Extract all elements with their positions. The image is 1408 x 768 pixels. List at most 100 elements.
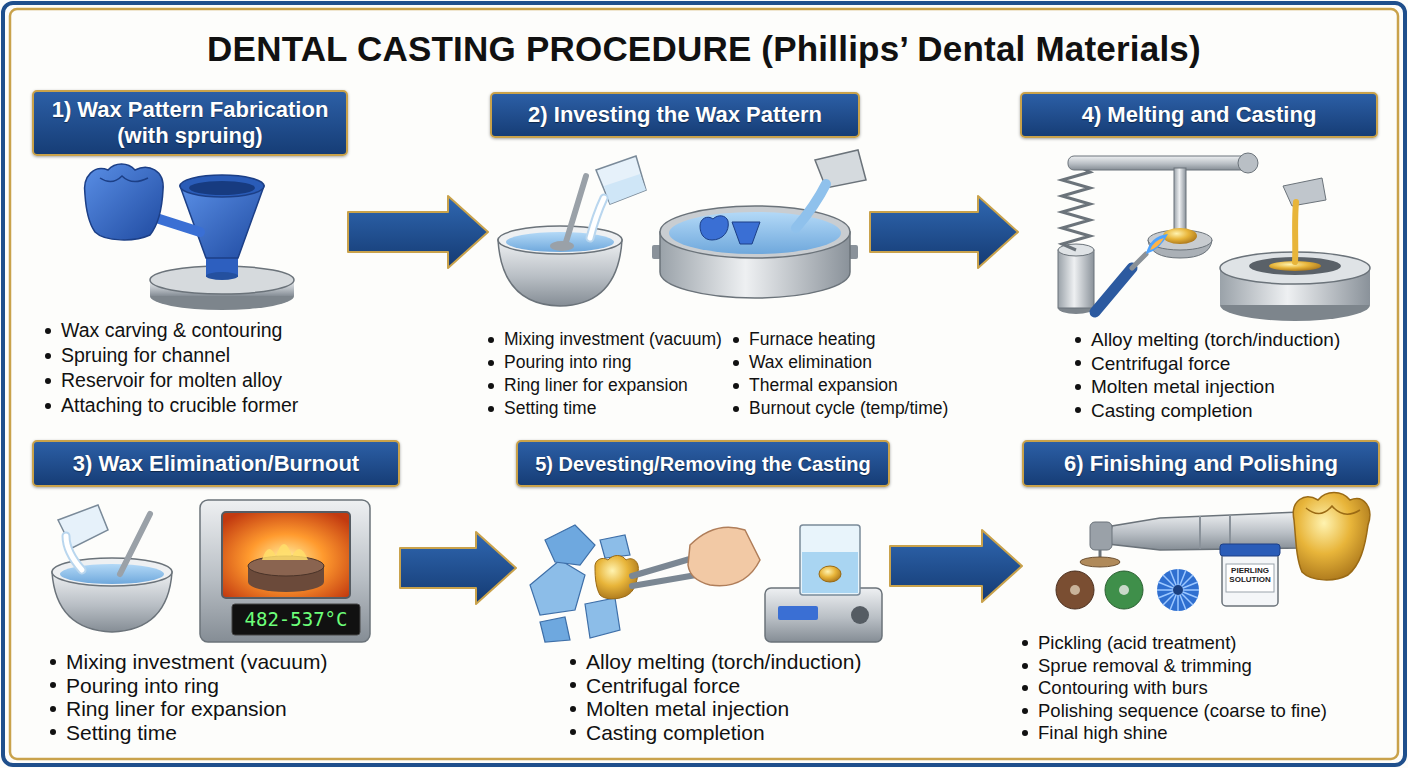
bullet-text: Ring liner for expansion	[504, 374, 688, 397]
wax-pattern-illustration	[180, 175, 264, 197]
bullet-text: Sprue removal & trimming	[1038, 655, 1252, 678]
wax-pattern-illustration	[189, 181, 255, 195]
investing-illustration	[669, 212, 841, 254]
finishing-illustration	[1226, 564, 1274, 592]
finishing-illustration	[1157, 569, 1199, 611]
outer-border	[3, 3, 1405, 765]
casting-machine-illustration	[1238, 153, 1258, 173]
investing-illustration	[590, 198, 604, 238]
devesting-illustration	[819, 566, 841, 582]
bullet-text: Molten metal injection	[586, 697, 789, 721]
wax-pattern-illustration	[85, 164, 164, 240]
step-panel: 6) Finishing and PolishingPickling (acid…	[1022, 440, 1380, 745]
temperature-readout: 482-537°C	[234, 605, 358, 633]
burnout-illustration	[200, 500, 370, 642]
step-heading: 6) Finishing and Polishing	[1034, 451, 1368, 477]
bullet-dot	[45, 378, 51, 384]
step-bullet: Final high shine	[1022, 722, 1168, 745]
step-heading: 2) Investing the Wax Pattern	[502, 102, 848, 128]
step-heading-box: 3) Wax Elimination/Burnout	[32, 440, 400, 487]
bullet-text: Final high shine	[1038, 722, 1168, 745]
bullet-dot	[45, 353, 51, 359]
step-bullet: Spruing for channel	[45, 343, 230, 368]
devesting-illustration	[851, 606, 869, 624]
step-bullet: Wax carving & contouring	[45, 318, 282, 343]
step-panel: 2) Investing the Wax PatternMixing inves…	[488, 92, 870, 427]
bullet-dot	[1075, 360, 1081, 366]
devesting-illustration	[632, 574, 702, 586]
step-bullet: Casting completion	[1075, 399, 1253, 423]
bullet-dot	[1022, 640, 1028, 646]
investing-illustration	[550, 241, 574, 251]
bullet-dot	[488, 406, 494, 412]
step-panel: 5) Devesting/Removing the CastingAlloy m…	[516, 440, 890, 745]
bullet-dot	[570, 706, 576, 712]
devesting-illustration	[600, 535, 630, 558]
casting-machine-illustration	[1132, 254, 1146, 268]
burnout-illustration	[52, 500, 370, 642]
bullet-text: Wax carving & contouring	[61, 318, 282, 343]
casting-machine-illustration	[1163, 228, 1197, 244]
step-bullet: Pickling (acid treatment)	[1022, 632, 1236, 655]
step-heading-box: 1) Wax Pattern Fabrication (with spruing…	[32, 90, 348, 156]
burnout-illustration	[232, 604, 360, 635]
devesting-illustration	[800, 525, 860, 595]
investing-illustration	[498, 150, 866, 306]
step-bullet: Pouring into ring	[488, 351, 631, 374]
step-panel: 4) Melting and CastingAlloy melting (tor…	[1018, 92, 1380, 427]
casting-machine-illustration	[1062, 165, 1090, 250]
step-bullet: Pouring into ring	[50, 674, 219, 698]
step-bullet: Ring liner for expansion	[50, 697, 287, 721]
step-bullet: Centrifugal force	[570, 674, 740, 698]
burnout-illustration	[222, 512, 350, 598]
finishing-illustration	[1220, 544, 1280, 556]
bullet-dot	[1075, 337, 1081, 343]
step-panel: 3) Wax Elimination/BurnoutMixing investm…	[32, 440, 400, 745]
casting-machine-illustration	[1068, 156, 1248, 170]
bullet-text: Alloy melting (torch/induction)	[586, 650, 861, 674]
bullet-text: Pickling (acid treatment)	[1038, 632, 1236, 655]
burnout-illustration	[66, 536, 82, 570]
investing-illustration	[604, 174, 646, 204]
devesting-illustration	[765, 588, 882, 642]
step-bullet: Mixing investment (vacuum)	[488, 328, 722, 351]
devesting-illustration	[585, 598, 620, 638]
bullet-dot	[1022, 730, 1028, 736]
step-heading-box: 5) Devesting/Removing the Casting	[516, 440, 890, 487]
flow-arrow	[870, 196, 1018, 268]
step-bullet: Molten metal injection	[1075, 375, 1275, 399]
casting-machine-illustration	[1283, 178, 1326, 206]
wax-pattern-illustration	[85, 164, 294, 310]
step-panel: 1) Wax Pattern Fabrication (with spruing…	[32, 90, 348, 425]
finishing-illustration	[1080, 557, 1120, 567]
bullet-dot	[570, 659, 576, 665]
bullet-dot	[50, 659, 56, 665]
wax-pattern-illustration	[100, 176, 148, 182]
bullet-dot	[488, 360, 494, 366]
step-heading-box: 2) Investing the Wax Pattern	[490, 92, 860, 138]
bullet-dot	[570, 729, 576, 735]
casting-machine-illustration	[1295, 202, 1296, 262]
devesting-illustration	[545, 525, 595, 565]
devesting-illustration	[530, 560, 585, 615]
step-bullet: Wax elimination	[733, 351, 872, 374]
bullet-text: Setting time	[66, 721, 177, 745]
bullet-text: Pouring into ring	[66, 674, 219, 698]
step-bullet: Alloy melting (torch/induction)	[570, 650, 861, 674]
bullet-text: Thermal expansion	[749, 374, 898, 397]
step-bullet: Centrifugal force	[1075, 352, 1230, 376]
step-heading: 5) Devesting/Removing the Casting	[528, 451, 878, 477]
finishing-illustration	[1056, 571, 1094, 609]
bullet-text: Casting completion	[1091, 399, 1253, 423]
bullet-text: Alloy melting (torch/induction)	[1091, 328, 1340, 352]
step-bullet: Attaching to crucible former	[45, 393, 298, 418]
casting-machine-illustration	[1095, 268, 1132, 312]
investing-illustration	[566, 176, 586, 242]
finishing-illustration	[1119, 585, 1129, 595]
step-heading-box: 4) Melting and Casting	[1020, 92, 1378, 138]
step-bullet: Setting time	[488, 397, 596, 420]
devesting-illustration	[688, 527, 760, 586]
step-bullet: Setting time	[50, 721, 177, 745]
finishing-illustration	[1293, 493, 1369, 580]
investing-illustration	[498, 226, 622, 254]
